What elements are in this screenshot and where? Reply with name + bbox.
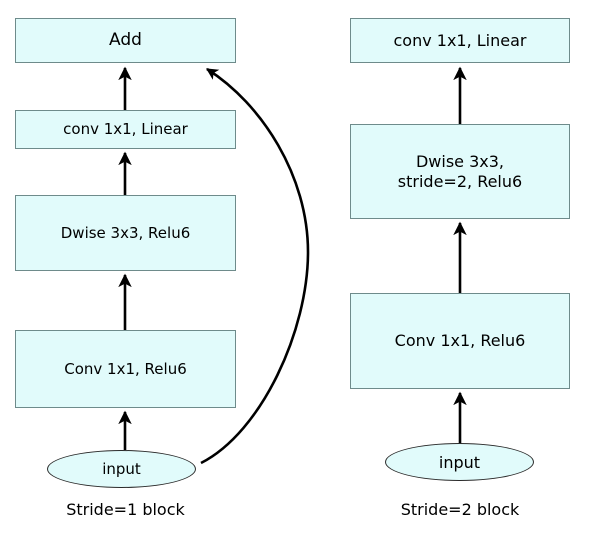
node-input-left[interactable]: input (47, 450, 196, 488)
node-conv-relu-right[interactable]: Conv 1x1, Relu6 (350, 293, 570, 389)
node-dwise-left[interactable]: Dwise 3x3, Relu6 (15, 195, 236, 271)
node-input-right[interactable]: input (385, 443, 534, 481)
caption-stride-1-block: Stride=1 block (66, 500, 185, 519)
caption-stride-2-block: Stride=2 block (400, 500, 520, 519)
node-conv-linear-right[interactable]: conv 1x1, Linear (350, 18, 570, 63)
node-conv-linear-left[interactable]: conv 1x1, Linear (15, 110, 236, 149)
node-dwise-right[interactable]: Dwise 3x3, stride=2, Relu6 (350, 124, 570, 219)
node-conv-relu-left[interactable]: Conv 1x1, Relu6 (15, 330, 236, 408)
node-add-left[interactable]: Add (15, 18, 236, 63)
